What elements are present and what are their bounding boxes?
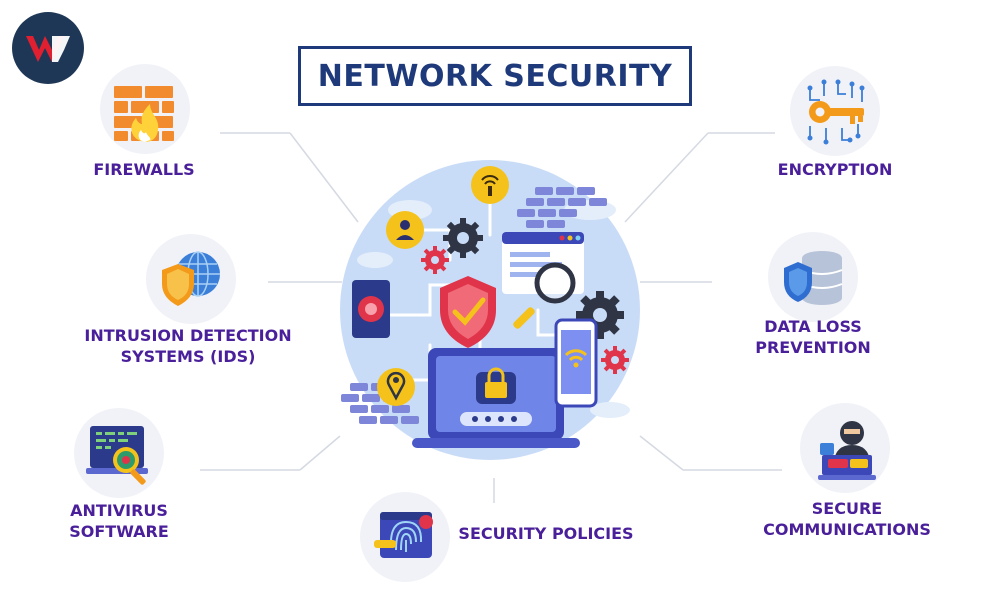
dlp-label: DATA LOSS PREVENTION (748, 316, 878, 358)
gear-icon-red (421, 246, 449, 274)
user-icon (386, 211, 424, 249)
shield-globe-icon (162, 251, 220, 306)
firewalls-label: FIREWALLS (93, 160, 195, 179)
policies-icon-bubble (360, 492, 450, 582)
comms-icon-bubble (800, 403, 890, 493)
shield-check-icon (440, 276, 496, 348)
page-title: NETWORK SECURITY (317, 58, 673, 94)
comms-label-line-2: COMMUNICATIONS (763, 520, 931, 539)
ids-label-line-1: INTRUSION DETECTION (84, 326, 292, 345)
server-box-icon (352, 280, 390, 338)
firewall-icon (114, 86, 174, 142)
gear-icon-dark (443, 218, 483, 258)
dlp-label-line-2: PREVENTION (755, 338, 871, 357)
brand-logo[interactable] (12, 12, 84, 84)
magnifier-icon (513, 262, 576, 329)
title-box: NETWORK SECURITY (298, 46, 692, 106)
encryption-label: ENCRYPTION (777, 160, 893, 179)
dlp-label-line-1: DATA LOSS (764, 317, 862, 336)
network-hub-illustration (341, 166, 630, 448)
comms-label-line-1: SECURE (811, 499, 883, 518)
firewalls-icon-bubble (100, 64, 190, 154)
w-logo-icon (26, 36, 70, 62)
key-circuit-icon (807, 79, 865, 145)
gear-icon-red-right (601, 346, 629, 374)
phone-wifi-icon (554, 318, 598, 408)
database-shield-icon (784, 251, 843, 305)
signal-tower-icon (471, 166, 509, 204)
ids-icon-bubble (146, 234, 236, 324)
comms-label: SECURE COMMUNICATIONS (752, 498, 942, 540)
encryption-icon-bubble (790, 66, 880, 156)
antivirus-label-line-2: SOFTWARE (69, 522, 169, 541)
malware-scan-icon (86, 426, 148, 485)
antivirus-icon-bubble (74, 408, 164, 498)
hacker-chat-icon (818, 421, 876, 480)
location-pin-icon (377, 368, 415, 406)
browser-window-icon (502, 232, 584, 294)
policies-label: SECURITY POLICIES (458, 524, 634, 543)
dlp-icon-bubble (768, 232, 858, 322)
ids-label: INTRUSION DETECTION SYSTEMS (IDS) (78, 325, 298, 367)
fingerprint-icon (374, 512, 433, 558)
laptop-lock-icon (412, 348, 580, 448)
brick-wall-top (517, 187, 607, 228)
antivirus-label-line-1: ANTIVIRUS (70, 501, 168, 520)
antivirus-label: ANTIVIRUS SOFTWARE (58, 500, 180, 542)
ids-label-line-2: SYSTEMS (IDS) (120, 347, 256, 366)
